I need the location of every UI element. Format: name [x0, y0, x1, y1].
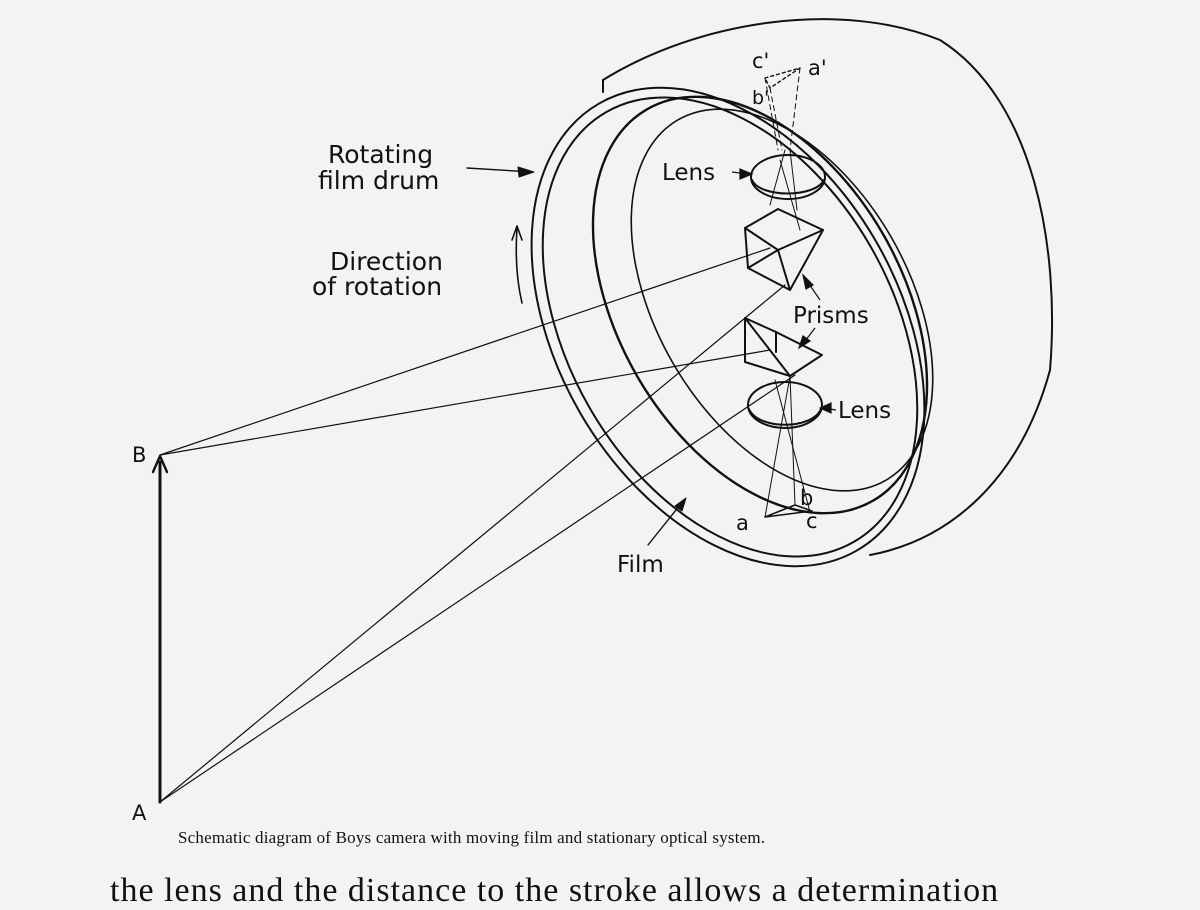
image-c-prime-label: c'	[752, 49, 769, 73]
film-label: Film	[617, 552, 664, 578]
rotating-label-line2: film drum	[318, 166, 439, 195]
drum-back-rim	[602, 18, 1054, 556]
image-prime-rays	[764, 67, 801, 151]
lens-lower-label: Lens	[838, 398, 891, 424]
drum-inner-back	[630, 108, 934, 492]
lens-upper-label: Lens	[662, 160, 715, 186]
image-abc	[764, 504, 813, 518]
ray-B-lower	[159, 349, 771, 456]
label-arrows	[731, 168, 837, 414]
rotating-label-line1: Rotating	[328, 140, 433, 169]
direction-label-line2: of rotation	[312, 272, 442, 301]
image-b-label: b	[800, 486, 813, 510]
drum-front-rim-outer	[530, 86, 926, 568]
point-B-label: B	[132, 443, 146, 467]
rotation-arrowhead	[511, 225, 523, 241]
lower-prism	[744, 317, 823, 377]
film-band	[591, 95, 929, 515]
image-b-prime-label: b'	[752, 87, 769, 109]
prisms-label: Prisms	[793, 303, 869, 329]
point-A-label: A	[132, 801, 147, 825]
ray-A-lower	[159, 374, 796, 803]
body-text-fragment: the lens and the distance to the stroke …	[110, 872, 1000, 909]
rotation-arrow	[515, 227, 523, 304]
object-arrow-head	[151, 454, 169, 474]
drum-front-rim-inner	[541, 96, 919, 558]
image-a-prime-label: a'	[808, 56, 827, 80]
upper-prism	[744, 208, 824, 291]
drum-pointer-head	[517, 166, 535, 178]
upper-lens	[750, 154, 826, 200]
image-rays	[764, 149, 811, 518]
direction-label-line1: Direction	[330, 247, 443, 276]
figure-caption: Schematic diagram of Boys camera with mo…	[178, 828, 766, 847]
boys-camera-diagram: Rotating film drum Direction of rotation…	[132, 18, 1054, 825]
ray-B-upper	[159, 247, 771, 456]
image-abc-prime	[764, 67, 801, 89]
image-a-label: a	[736, 511, 749, 535]
ray-A-upper	[159, 284, 786, 803]
film-pointer-head	[674, 497, 687, 512]
image-c-label: c	[806, 509, 818, 533]
lower-lens	[747, 381, 823, 429]
